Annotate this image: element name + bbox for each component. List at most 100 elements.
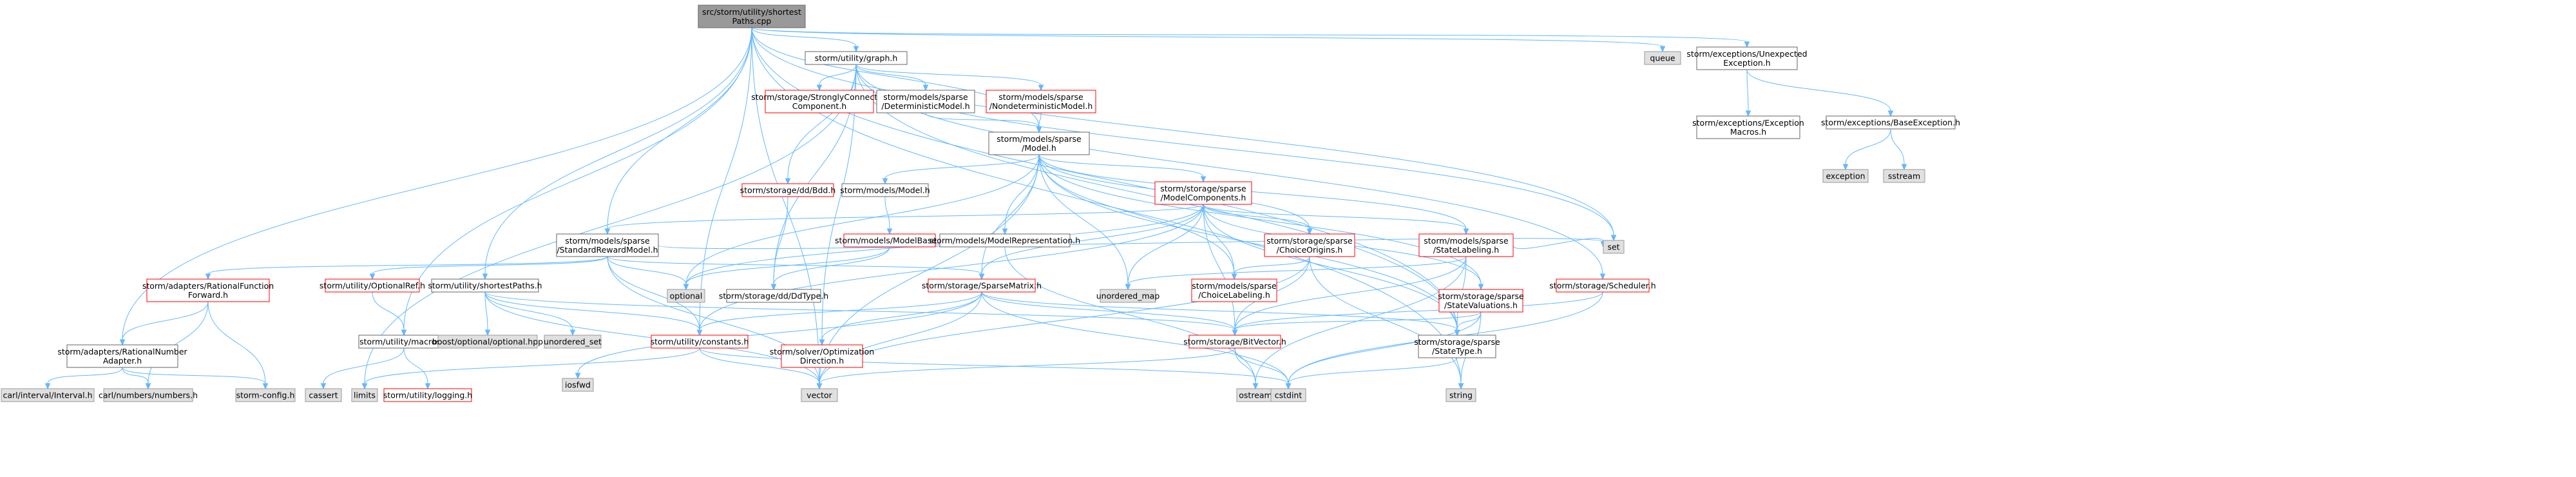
node-storm-utility-logging-h[interactable]: storm/utility/logging.h [383, 388, 472, 402]
node-storm-models-sparse-model-h[interactable]: storm/models/sparse/Model.h [988, 131, 1090, 155]
node-box [765, 90, 874, 113]
node-label: storm/models/ModelRepresentation.h [930, 236, 1080, 246]
node-storm-storage-sparse-statetype-h[interactable]: storm/storage/sparse/StateType.h [1414, 335, 1500, 358]
edge-line [819, 154, 1040, 384]
node-label: storm/storage/dd/DdType.h [719, 291, 828, 301]
edge-arrowhead [785, 178, 791, 185]
edge-root-to-shortest_h [482, 27, 752, 280]
edge-line [699, 27, 752, 331]
edge-sparse_model-to-state_valuations [1038, 154, 1484, 291]
node-label: cstdint [1275, 391, 1302, 400]
node-box [1418, 233, 1514, 257]
edge-line [1234, 256, 1310, 275]
edge-line [751, 27, 1614, 236]
node-carl-interval-interval-h: carl/interval/Interval.h [1, 388, 95, 402]
edge-models_model-to-model_base [884, 196, 893, 235]
node-storm-storage-sparse-statevaluations-h[interactable]: storm/storage/sparse/StateValuations.h [1438, 289, 1524, 313]
edge-sparse_matrix-to-iosfwd [575, 291, 982, 380]
edge-line [607, 27, 752, 229]
edge-line [855, 64, 926, 86]
node-label: storm/models/sparse [998, 92, 1083, 102]
node-label: queue [1650, 54, 1675, 63]
node-storm-models-sparse-statelabeling-h[interactable]: storm/models/sparse/StateLabeling.h [1418, 233, 1514, 257]
node-storm-utility-shortestpaths-h[interactable]: storm/utility/shortestPaths.h [428, 278, 542, 293]
edge-state_valuations-to-bitvector [1232, 311, 1482, 336]
node-storm-storage-sparse-choiceorigins-h[interactable]: storm/storage/sparse/ChoiceOrigins.h [1264, 233, 1355, 257]
edge-line [364, 64, 857, 384]
node-storm-models-modelbase-h[interactable]: storm/models/ModelBase.h [835, 233, 944, 248]
edge-line [122, 301, 209, 340]
edge-line [751, 27, 820, 384]
node-storm-storage-dd-ddtype-h[interactable]: storm/storage/dd/DdType.h [719, 289, 828, 303]
edge-line [773, 196, 788, 285]
edge-root-to-queue [751, 27, 1666, 53]
edge-macros-to-logging [403, 347, 431, 390]
node-box [667, 289, 705, 303]
node-box [986, 90, 1096, 113]
edge-arrowhead [1306, 228, 1313, 235]
node-storm-storage-stronglyconnected-component-h[interactable]: storm/storage/StronglyConnectedComponent… [751, 90, 888, 113]
edge-arrowhead [320, 383, 327, 390]
edge-sparse_matrix-to-bitvector [981, 291, 1238, 336]
node-unordered-map: unordered_map [1096, 289, 1159, 303]
node-storm-utility-optionalref-h[interactable]: storm/utility/OptionalRef.h [320, 278, 425, 293]
node-storm-models-sparse-choicelabeling-h[interactable]: storm/models/sparse/ChoiceLabeling.h [1191, 278, 1277, 302]
edge-line [403, 27, 752, 331]
edge-unexpected-to-exc_macros [1745, 69, 1751, 117]
node-label: /StandardRewardModel.h [557, 245, 658, 255]
edge-line [372, 291, 405, 331]
node-storm-storage-scheduler-h[interactable]: storm/storage/Scheduler.h [1549, 278, 1656, 293]
node-storm-models-sparse-deterministicmodel-h[interactable]: storm/models/sparse/DeterministicModel.h [876, 90, 975, 113]
edge-line [323, 347, 405, 384]
node-storm-storage-bitvector-h[interactable]: storm/storage/BitVector.h [1183, 335, 1286, 349]
node-label: boost/optional/optional.hpp [432, 337, 543, 347]
edge-line [751, 27, 1748, 43]
edge-graph_h-to-det_model [855, 64, 929, 92]
edge-bdd-to-ddtype [770, 196, 788, 291]
edge-root-to-unexpected [751, 27, 1750, 48]
node-box [1270, 388, 1306, 402]
node-label: Component.h [792, 101, 846, 111]
edge-line [751, 27, 1663, 47]
edge-line [981, 291, 1289, 384]
edge-line [981, 204, 1204, 275]
node-storm-models-modelrepresentation-h[interactable]: storm/models/ModelRepresentation.h [930, 233, 1080, 248]
node-storm-utility-graph-h[interactable]: storm/utility/graph.h [805, 51, 908, 65]
node-label: storm/utility/OptionalRef.h [320, 281, 425, 291]
edge-sparse_matrix-to-state_type [981, 291, 1460, 336]
node-storm-storage-dd-bdd-h[interactable]: storm/storage/dd/Bdd.h [740, 183, 836, 197]
node-iosfwd: iosfwd [562, 378, 594, 392]
edge-bitvector-to-vector [816, 347, 1236, 390]
node-storm-models-sparse-standardrewardmodel-h[interactable]: storm/models/sparse/StandardRewardModel.… [556, 233, 659, 257]
node-storm-storage-sparse-modelcomponents-h[interactable]: storm/storage/sparse/ModelComponents.h [1154, 181, 1252, 205]
edge-sparse_model-to-model_comp [1038, 154, 1207, 183]
edge-line [1456, 311, 1482, 331]
node-box [1822, 169, 1869, 183]
node-src-storm-utility-shortest-paths-cpp[interactable]: src/storm/utility/shortestPaths.cpp [698, 5, 806, 28]
edge-line [855, 64, 1042, 86]
edge-arrowhead [1744, 41, 1750, 48]
node-storm-models-model-h[interactable]: storm/models/Model.h [840, 183, 930, 197]
node-label: storm/models/ModelBase.h [835, 236, 944, 246]
edge-shortest_h-to-unordered_set [484, 291, 576, 336]
node-storm-models-sparse-nondeterministicmodel-h[interactable]: storm/models/sparse/NondeterministicMode… [986, 90, 1096, 113]
node-box [1418, 335, 1496, 358]
node-storm-storage-sparsematrix-h[interactable]: storm/storage/SparseMatrix.h [922, 278, 1042, 293]
node-box [876, 90, 975, 113]
edge-bitvector-to-ostream [1234, 347, 1259, 390]
node-label: storm/storage/sparse [1414, 337, 1500, 347]
node-storm-utility-constants-h[interactable]: storm/utility/constants.h [651, 335, 749, 349]
node-storm-exceptions-baseexception-h[interactable]: storm/exceptions/BaseException.h [1821, 115, 1960, 130]
node-box [556, 233, 659, 257]
edge-arrowhead [44, 383, 51, 390]
edge-bitvector-to-cstdint [1234, 347, 1292, 390]
node-box [1100, 289, 1156, 303]
node-label: Paths.cpp [732, 16, 772, 26]
node-label: optional [670, 291, 703, 301]
